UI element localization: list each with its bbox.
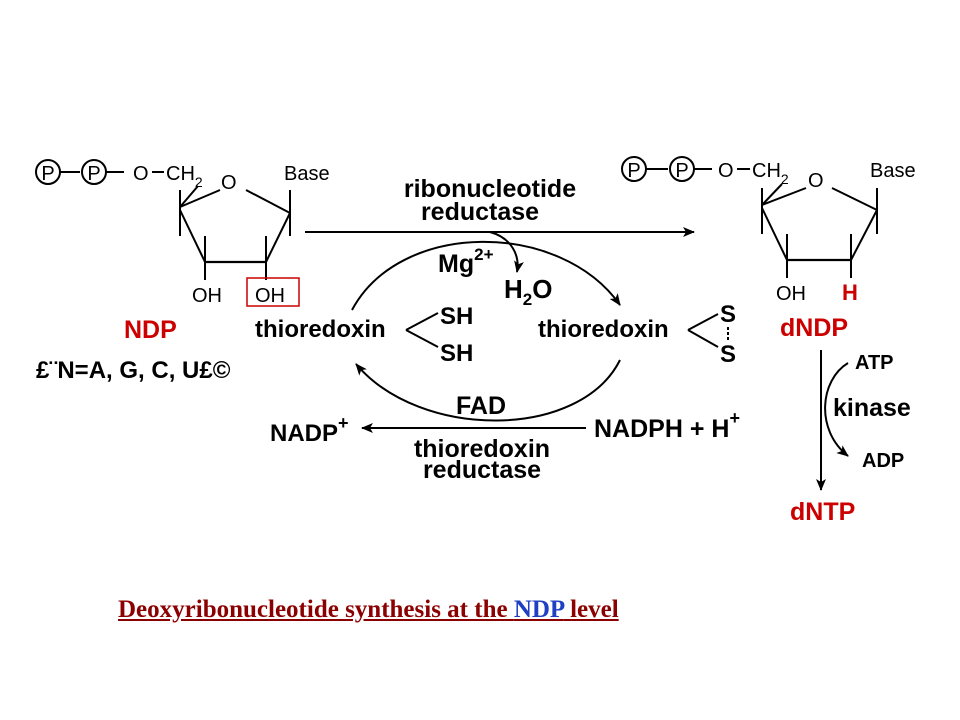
dntp-label: dNTP: [790, 498, 855, 526]
ch2-group: CH2: [752, 160, 789, 187]
kinase: kinase: [833, 394, 911, 422]
phosphate-label-1: P: [41, 163, 54, 185]
base-label: Base: [870, 160, 916, 182]
oh-3-prime: OH: [192, 285, 222, 307]
upper-cycle-arc: [351, 240, 621, 311]
caption-part-2: level: [563, 596, 619, 623]
ring-oxygen: O: [221, 172, 237, 194]
mg-ion: Mg2+: [438, 245, 494, 278]
dndp-structure: P P O CH2 O Base OH H dNDP: [621, 156, 916, 342]
nadp: NADP+: [270, 413, 349, 447]
sh-group-2: SH: [440, 340, 473, 367]
thioredoxin-oxidized: thioredoxin: [538, 316, 669, 343]
sh-group-1: SH: [440, 303, 473, 330]
caption-part-1: Deoxyribonucleotide synthesis at the: [118, 596, 514, 623]
base-label: Base: [284, 163, 330, 185]
caption-highlight: NDP: [513, 596, 564, 623]
ndp-label: NDP: [124, 316, 177, 344]
sulfur-1: S: [720, 301, 736, 328]
thioredoxin-reductase-line1: thioredoxin: [414, 435, 550, 463]
sulfur-2: S: [720, 341, 736, 368]
oh-3-prime: OH: [776, 283, 806, 305]
oh-2-prime-highlight-box: [246, 277, 300, 307]
oh-2-prime: OH: [255, 285, 285, 307]
ribonucleotide-reductase-line1: ribonucleotide: [404, 175, 576, 203]
linker-oxygen: O: [133, 163, 149, 185]
dndp-label: dNDP: [780, 314, 848, 342]
thioredoxin-reduced: thioredoxin: [255, 316, 386, 343]
atp: ATP: [855, 352, 894, 374]
figure-caption: Deoxyribonucleotide synthesis at the NDP…: [118, 596, 619, 624]
ch2-group: CH2: [166, 163, 203, 190]
lower-cycle-arc: [355, 359, 621, 422]
ring-oxygen: O: [808, 170, 824, 192]
mg-to-water-arrow: [489, 231, 524, 273]
phosphate-label-2: P: [87, 163, 100, 185]
ribonucleotide-reductase-line2: reductase: [421, 198, 539, 226]
thioredoxin-reductase-line2: reductase: [423, 456, 541, 484]
fad: FAD: [456, 392, 506, 420]
atp-adp-curve: [824, 362, 849, 457]
ndp-structure: P P O CH2 O Base OH OH NDP £¨N=A, G, C, …: [35, 159, 330, 384]
water: H2O: [504, 274, 552, 309]
phosphate-label-1: P: [627, 160, 640, 182]
ndp-variants: £¨N=A, G, C, U£©: [36, 357, 231, 384]
phosphate-label-2: P: [675, 160, 688, 182]
adp: ADP: [862, 450, 904, 472]
nadph: NADPH + H+: [594, 408, 740, 443]
h-2-prime: H: [842, 280, 858, 305]
linker-oxygen: O: [718, 160, 734, 182]
